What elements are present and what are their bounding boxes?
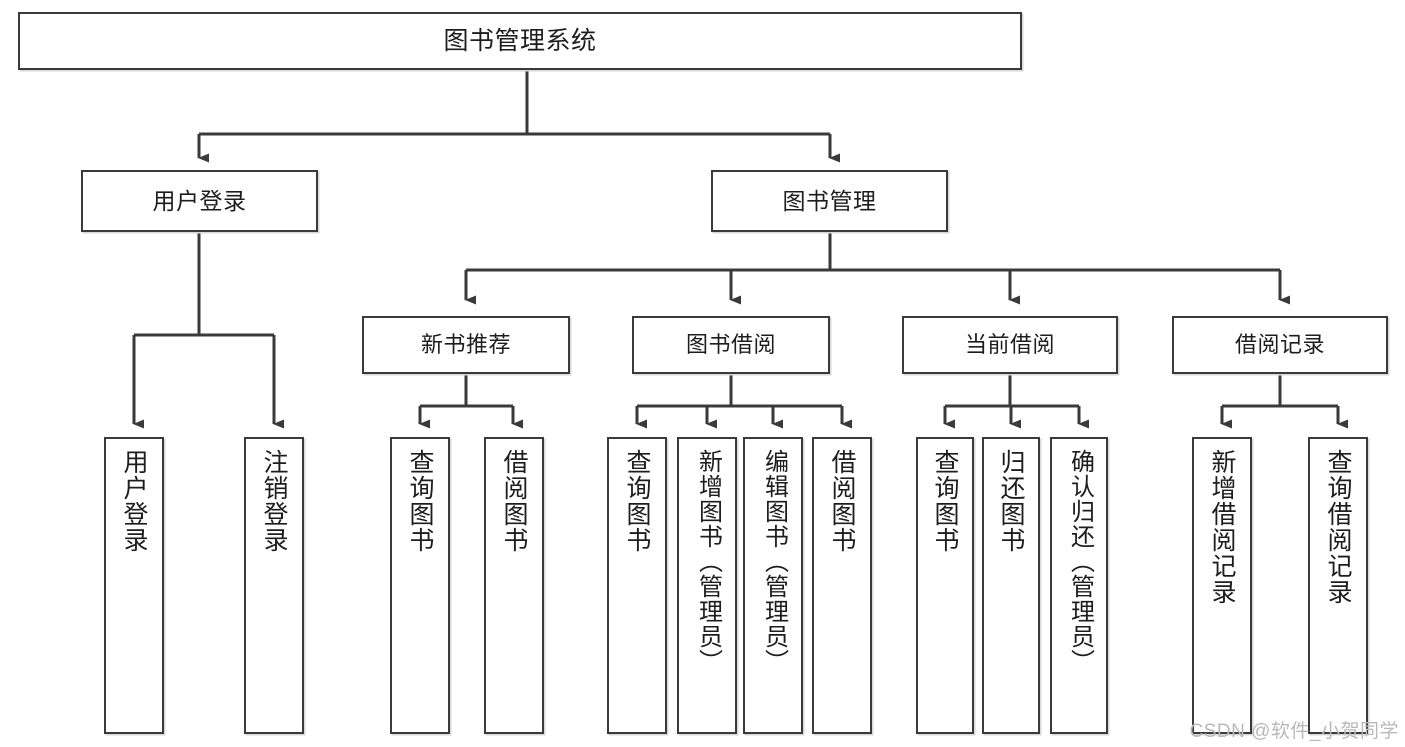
node-label: 新增借阅记录 (1208, 449, 1236, 605)
node-book-borrow[interactable]: 图书借阅 (632, 316, 830, 374)
node-label: 图书管理 (782, 187, 877, 214)
node-leaf-edit-book-admin[interactable]: 编辑图书（管理员） (743, 437, 803, 734)
node-label: 查询图书 (406, 449, 434, 553)
node-leaf-add-borrow-record[interactable]: 新增借阅记录 (1192, 437, 1252, 734)
node-label: 注销登录 (260, 449, 288, 553)
node-label: 查询借阅记录 (1324, 449, 1352, 605)
node-label: 归还图书 (997, 449, 1025, 553)
node-leaf-query-book-recommend[interactable]: 查询图书 (390, 437, 450, 734)
node-leaf-return-book[interactable]: 归还图书 (982, 437, 1040, 734)
node-label: 用户登录 (152, 187, 247, 214)
node-label: 编辑图书（管理员） (760, 449, 788, 674)
node-book-management[interactable]: 图书管理 (711, 170, 948, 232)
node-label: 用户登录 (120, 449, 148, 553)
node-leaf-confirm-return-admin[interactable]: 确认归还（管理员） (1050, 437, 1108, 734)
node-label: 借阅图书 (828, 449, 856, 553)
node-label: 新增图书（管理员） (694, 449, 722, 674)
node-leaf-add-book-admin[interactable]: 新增图书（管理员） (677, 437, 737, 734)
node-leaf-query-book-current[interactable]: 查询图书 (916, 437, 974, 734)
node-label: 确认归还（管理员） (1066, 449, 1094, 674)
node-leaf-borrow-book-recommend[interactable]: 借阅图书 (484, 437, 544, 734)
node-label: 借阅记录 (1234, 332, 1325, 358)
node-root-book-management-system[interactable]: 图书管理系统 (18, 12, 1022, 70)
node-label: 图书借阅 (685, 332, 776, 358)
node-label: 当前借阅 (964, 332, 1055, 358)
node-new-book-recommend[interactable]: 新书推荐 (362, 316, 570, 374)
node-label: 图书管理系统 (443, 26, 597, 55)
node-leaf-query-borrow-record[interactable]: 查询借阅记录 (1308, 437, 1368, 734)
node-label: 借阅图书 (500, 449, 528, 553)
node-leaf-borrow-book[interactable]: 借阅图书 (812, 437, 872, 734)
node-label: 查询图书 (931, 449, 959, 553)
node-label: 新书推荐 (420, 332, 511, 358)
node-label: 查询图书 (623, 449, 651, 553)
node-current-borrow[interactable]: 当前借阅 (902, 316, 1118, 374)
node-leaf-user-login[interactable]: 用户登录 (104, 437, 164, 734)
node-leaf-query-book-borrow[interactable]: 查询图书 (607, 437, 667, 734)
node-leaf-logout[interactable]: 注销登录 (244, 437, 304, 734)
node-user-login[interactable]: 用户登录 (81, 170, 318, 232)
csdn-watermark: CSDN @软件_小贺同学 (1189, 721, 1399, 742)
node-borrow-record[interactable]: 借阅记录 (1172, 316, 1388, 374)
